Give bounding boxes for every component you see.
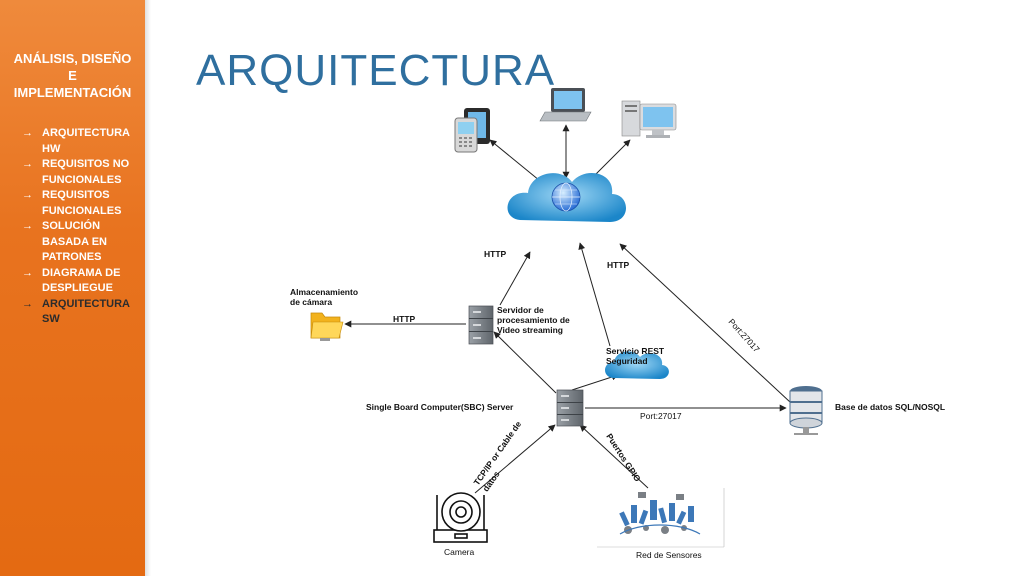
arrow-right-icon: → [22,266,33,279]
sidebar-nav: → ARQUITECTURA HW → REQUISITOS NO FUNCIONA… [22,126,140,328]
sensor-network-icon [597,488,725,548]
arrow-right-icon: → [22,127,33,139]
sidebar-item-arquitectura-sw[interactable]: → ARQUITECTURA SW [22,297,140,328]
edge-sbc-rest [571,373,619,391]
sidebar-item-label: REQUISITOS NO FUNCIONALES [42,158,130,186]
edge-rest-internet [578,242,611,347]
video-server-label-line: procesamiento de [497,315,570,325]
edge-label-sbc-db: Port:27017 [640,411,682,421]
sensors-label: Red de Sensores [636,550,702,560]
sidebar-item-requisitos-funcionales[interactable]: → REQUISITOS FUNCIONALES [22,188,140,219]
sidebar-heading-line: IMPLEMENTACIÓN [13,85,132,100]
edge-phone-internet [489,139,546,186]
sidebar-item-label: DIAGRAMA DE DESPLIEGUE [42,266,121,295]
database-label: Base de datos SQL/NOSQL [835,402,945,412]
edge-db-internet [619,243,791,403]
sidebar-heading-line: ANÁLISIS, DISEÑO [13,51,132,66]
sidebar-item-arquitectura-hw[interactable]: → ARQUITECTURA HW [22,126,140,157]
internet-cloud-icon [507,172,626,222]
rest-service-label-line: Servicio REST [606,346,665,356]
sidebar-item-diagrama-despliegue[interactable]: → DIAGRAMA DE DESPLIEGUE [22,266,140,297]
edge-label-storage-video: HTTP [393,314,416,324]
arrow-right-icon: → [22,297,33,310]
storage-label: Almacenamiento de cámara [290,287,360,307]
page-title: ARQUITECTURA [196,46,556,95]
edge-label-camera-sbc: TCP/IP or Cable de datos [471,419,523,493]
desktop-computer-icon [621,100,677,138]
sidebar-item-solucion-patrones[interactable]: → SOLUCIÓN BASADA EN PATRONES [22,219,140,266]
sidebar-item-label: SOLUCIÓN BASADA EN PATRONES [42,220,107,263]
arrow-right-icon: → [22,158,33,170]
mobile-phone-icon [454,108,490,153]
arrow-right-icon: → [22,189,33,201]
rest-service-label-line: Seguridad [606,356,648,366]
sidebar-item-requisitos-no-funcionales[interactable]: → REQUISITOS NO FUNCIONALES [22,157,140,188]
edge-label-video-internet: HTTP [484,249,507,259]
camera-label: Camera [444,547,475,557]
cloud-icon [605,351,669,379]
server-icon [556,389,584,427]
edge-label-db-internet: Port:27017 [727,317,762,355]
edge-sbc-video [493,331,557,394]
rest-service-label: Servicio REST Seguridad [606,346,666,366]
sidebar-item-label: ARQUITECTURA SW [42,297,130,326]
database-icon [789,386,823,435]
folder-icon [310,312,344,341]
video-server-label: Servidor de procesamiento de Video strea… [497,305,572,335]
sidebar-item-label: REQUISITOS FUNCIONALES [42,189,122,217]
sbc-label: Single Board Computer(SBC) Server [366,402,514,412]
edge-video-internet [499,251,531,306]
edges [344,124,791,494]
edge-label-rest-internet: HTTP [607,260,630,270]
video-server-label-line: Video streaming [497,325,563,335]
camera-icon [433,492,488,543]
edge-label-sensors-sbc: Puertos GPIO [604,432,643,484]
storage-label-line: Almacenamiento [290,287,358,297]
sidebar-item-label: ARQUITECTURA HW [42,127,130,155]
edge-camera-sbc [474,424,556,494]
edge-sensors-sbc [579,424,649,489]
sidebar: ANÁLISIS, DISEÑO E IMPLEMENTACIÓN → ARQUI… [0,0,145,576]
sidebar-shadow [145,0,151,576]
sidebar-heading-line: E [68,68,77,83]
server-icon [468,305,494,345]
sidebar-heading: ANÁLISIS, DISEÑO E IMPLEMENTACIÓN [6,50,139,101]
storage-label-line: de cámara [290,297,332,307]
video-server-label-line: Servidor de [497,305,544,315]
laptop-icon [539,88,592,122]
arrow-right-icon: → [22,220,33,232]
